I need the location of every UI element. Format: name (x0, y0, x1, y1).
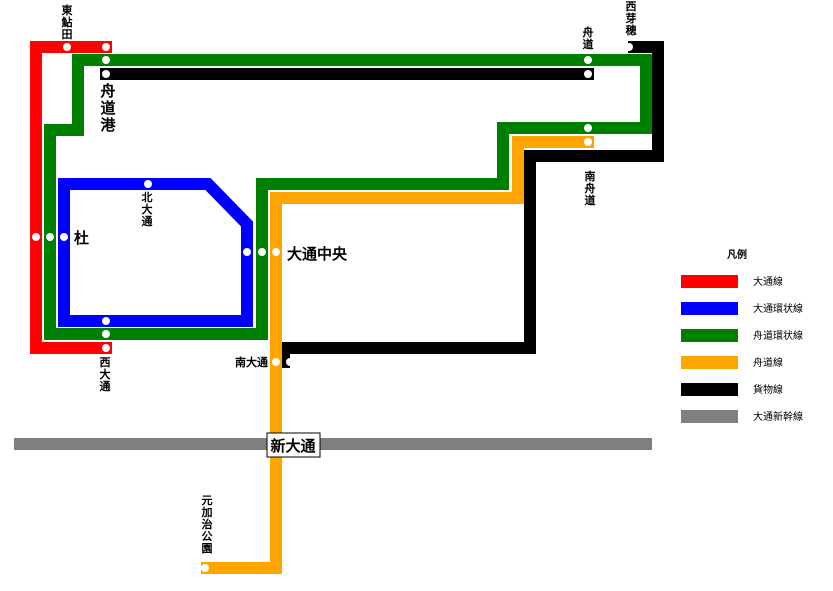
station-label-nishi-meho: 西芽穂 (626, 0, 637, 37)
station-label-nishi-odori: 西大通 (100, 356, 111, 393)
station-label-funamichi-ko: 舟道港 (100, 82, 116, 134)
station-label-mori: 杜 (74, 229, 89, 247)
legend-label: 舟道環状線 (753, 329, 803, 342)
station-dot[interactable] (46, 233, 54, 241)
station-label-shin-odori: 新大通 (270, 437, 315, 455)
station-dot[interactable] (201, 564, 209, 572)
stations (32, 43, 633, 572)
station-dot[interactable] (584, 56, 592, 64)
legend-label: 大通環状線 (753, 302, 803, 315)
legend-swatch (681, 383, 738, 396)
legend-label: 大通線 (753, 275, 783, 288)
station-dot[interactable] (625, 43, 633, 51)
legend-swatch (681, 329, 738, 342)
station-dot[interactable] (584, 138, 592, 146)
line-funamichi-loop (44, 54, 652, 340)
legend-label: 大通新幹線 (753, 410, 803, 423)
station-dot[interactable] (102, 317, 110, 325)
station-dot[interactable] (286, 358, 294, 366)
station-box-shin-odori[interactable] (266, 432, 321, 458)
station-dot[interactable] (102, 70, 110, 78)
line-odori-loop (58, 178, 253, 327)
legend-swatch (681, 302, 738, 315)
station-dot[interactable] (144, 180, 152, 188)
station-dot[interactable] (584, 70, 592, 78)
station-label-funamichi: 舟道 (583, 25, 594, 51)
station-dot[interactable] (243, 248, 251, 256)
station-label-kita-odori: 北大通 (142, 190, 153, 228)
station-dot[interactable] (102, 344, 110, 352)
station-dot[interactable] (102, 330, 110, 338)
station-dot[interactable] (272, 248, 280, 256)
legend-swatch (681, 275, 738, 288)
station-label-higashi-ayuta: 東鮎田 (61, 3, 74, 41)
legend-label: 貨物線 (753, 383, 783, 396)
station-dot[interactable] (63, 43, 71, 51)
legend-label: 舟道線 (753, 356, 783, 369)
station-dot[interactable] (102, 56, 110, 64)
station-label-motokaji-koen: 元加治公園 (201, 494, 213, 555)
station-dot[interactable] (60, 233, 68, 241)
station-dot[interactable] (32, 233, 40, 241)
line-odori (30, 41, 112, 354)
station-dot[interactable] (272, 358, 280, 366)
legend-swatch (681, 410, 738, 423)
legend-swatch (681, 356, 738, 369)
station-dot[interactable] (584, 124, 592, 132)
station-label-odori-chuo: 大通中央 (287, 245, 348, 263)
station-label-minami-funamichi: 南舟道 (585, 169, 596, 207)
station-dot[interactable] (258, 248, 266, 256)
line-freight (278, 41, 664, 368)
legend-title: 凡例 (727, 248, 747, 261)
station-shin-odori: 新大通 (266, 432, 321, 458)
station-dot[interactable] (102, 43, 110, 51)
line-funamichi (201, 136, 594, 574)
station-label-minami-odori: 南大通 (235, 355, 268, 369)
